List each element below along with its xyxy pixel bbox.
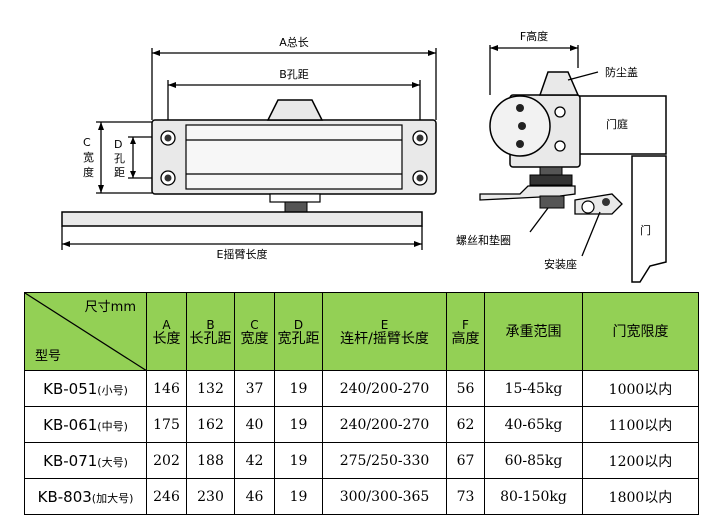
door-frame-label: 门庭	[606, 117, 628, 131]
value-cell: 42	[234, 442, 275, 479]
arm	[61, 211, 423, 227]
column-letter: F	[462, 317, 469, 332]
column-letter: C	[250, 317, 259, 332]
mount-base	[574, 193, 623, 215]
a-total-label: A总长	[279, 35, 309, 49]
value-cell: 162	[186, 406, 235, 443]
corner-top-label: 尺寸mm	[84, 300, 136, 315]
value-cell: 175	[146, 406, 187, 443]
model-name: KB-071	[43, 451, 98, 470]
model-name: KB-051	[43, 379, 98, 398]
column-letter: D	[293, 317, 304, 332]
column-title: 承重范围	[505, 323, 562, 340]
model-size: (加大号)	[91, 491, 134, 505]
value-cell: 19	[274, 406, 323, 443]
value-cell: 132	[186, 370, 235, 407]
value-cell: 275/250-330	[322, 442, 447, 479]
model-cell: KB-061(中号)	[24, 406, 147, 443]
model-cell: KB-051(小号)	[24, 370, 147, 407]
f-height-label: F高度	[520, 29, 548, 43]
value-cell: 19	[274, 442, 323, 479]
value-cell: 240/200-270	[322, 406, 447, 443]
value-cell: 60-85kg	[484, 442, 583, 479]
value-cell: 40-65kg	[484, 406, 583, 443]
screw-pad-label: 螺丝和垫圈	[456, 233, 511, 247]
value-cell: 56	[446, 370, 485, 407]
model-cell: KB-071(大号)	[24, 442, 147, 479]
column-title: 宽孔距	[277, 330, 320, 347]
column-title: 高度	[451, 330, 480, 347]
value-cell: 240/200-270	[322, 370, 447, 407]
value-cell: 1000以内	[582, 370, 699, 407]
value-cell: 1200以内	[582, 442, 699, 479]
value-cell: 46	[234, 478, 275, 515]
value-cell: 40	[234, 406, 275, 443]
value-cell: 1100以内	[582, 406, 699, 443]
value-cell: 202	[146, 442, 187, 479]
model-size: (中号)	[97, 419, 128, 433]
value-cell: 146	[146, 370, 187, 407]
model-size: (大号)	[97, 455, 128, 469]
column-title: 长孔距	[189, 330, 232, 347]
door-label: 门	[640, 223, 651, 237]
value-cell: 1800以内	[582, 478, 699, 515]
column-letter: B	[206, 317, 215, 332]
e-arm-label: E摇臂长度	[217, 247, 268, 261]
column-letter: A	[162, 317, 171, 332]
value-cell: 62	[446, 406, 485, 443]
value-cell: 19	[274, 370, 323, 407]
column-header: 门宽限度	[582, 292, 699, 371]
column-letter: E	[380, 317, 389, 332]
model-name: KB-803	[37, 487, 92, 506]
value-cell: 19	[274, 478, 323, 515]
column-title: 宽度	[240, 330, 269, 347]
door	[631, 155, 667, 283]
column-title: 连杆/摇臂长度	[340, 330, 429, 347]
column-title: 长度	[152, 330, 181, 347]
value-cell: 188	[186, 442, 235, 479]
corner-header: 尺寸mm 型号	[24, 292, 147, 371]
dust-cover-label: 防尘盖	[605, 65, 638, 79]
value-cell: 73	[446, 478, 485, 515]
value-cell: 80-150kg	[484, 478, 583, 515]
model-name: KB-061	[43, 415, 98, 434]
valve-cap	[266, 99, 324, 121]
side-view: F高度 防	[456, 29, 667, 283]
column-title: 门宽限度	[612, 323, 669, 340]
value-cell: 230	[186, 478, 235, 515]
value-cell: 15-45kg	[484, 370, 583, 407]
b-hole-label: B孔距	[279, 68, 309, 81]
value-cell: 300/300-365	[322, 478, 447, 515]
model-cell: KB-803(加大号)	[24, 478, 147, 515]
value-cell: 246	[146, 478, 187, 515]
value-cell: 37	[234, 370, 275, 407]
value-cell: 67	[446, 442, 485, 479]
model-size: (小号)	[97, 383, 128, 397]
corner-bottom-label: 型号	[35, 349, 62, 364]
mount-base-label: 安装座	[544, 257, 577, 271]
dust-cover	[538, 71, 580, 96]
column-header: 承重范围	[484, 292, 583, 371]
